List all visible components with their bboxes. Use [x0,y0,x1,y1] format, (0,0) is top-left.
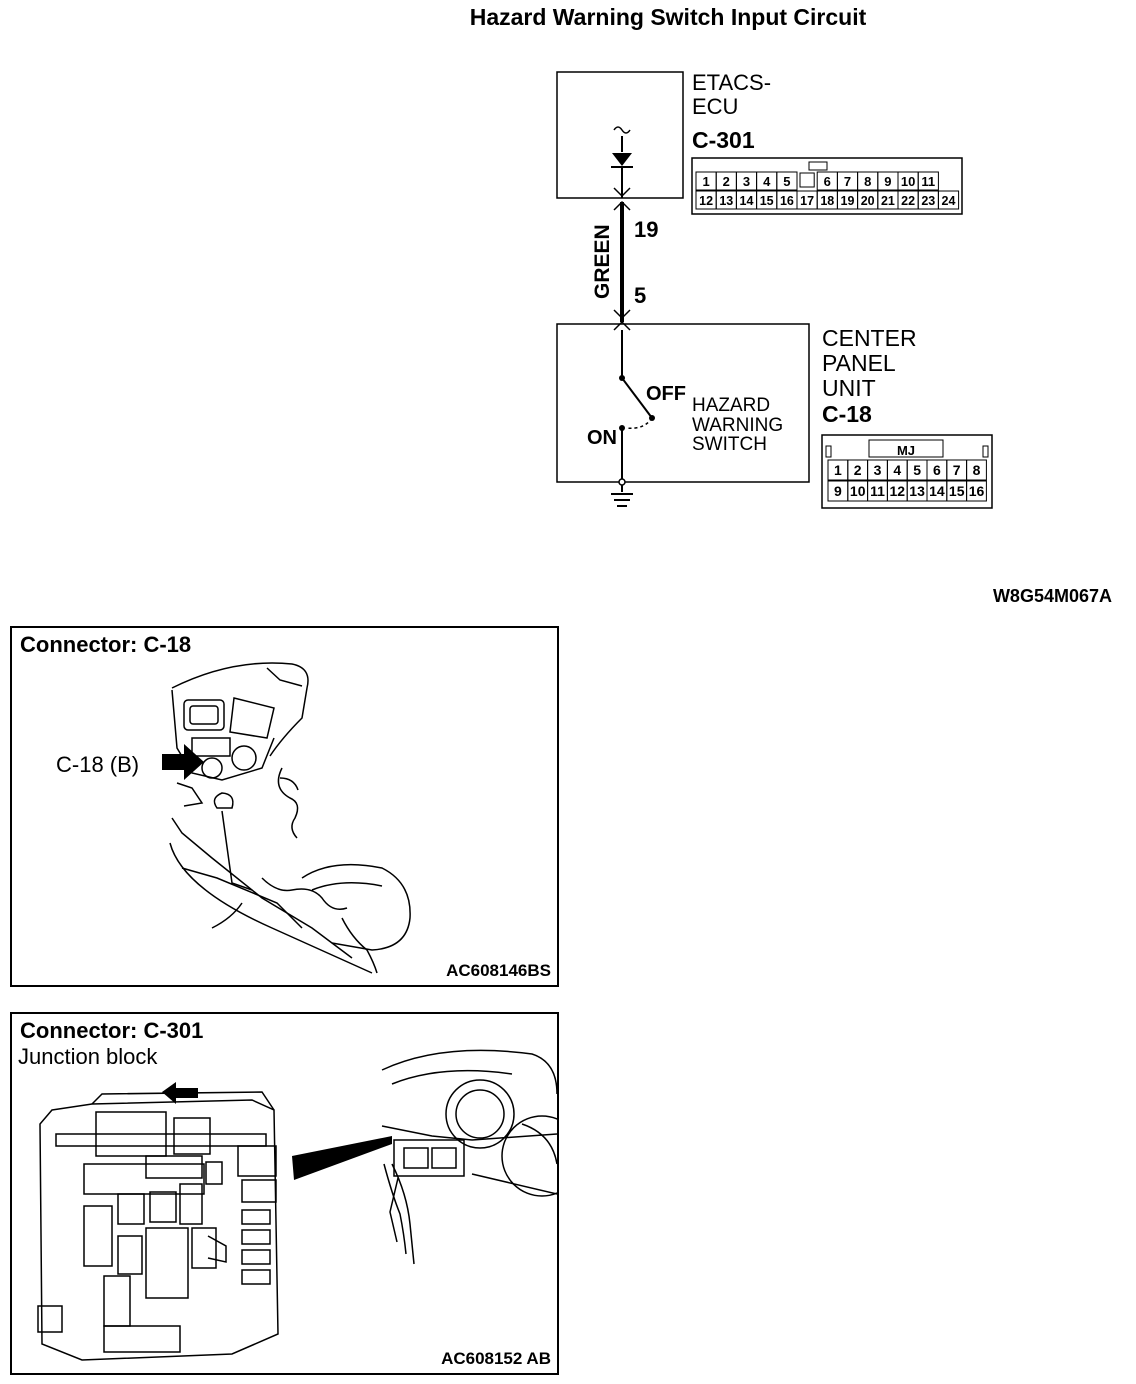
center-panel-pin-label: 6 [933,462,941,478]
ecu-pin-label: 10 [901,174,915,189]
diode-icon [612,153,632,166]
switch-name-line1: HAZARD [692,395,770,416]
switch-name-line3: SWITCH [692,434,767,455]
switch-blade [621,377,653,419]
circuit-schematic: ETACS- ECU C-301 19 5 GREEN CENTER PANEL… [556,70,1112,606]
ecu-pin-label: 1 [702,174,709,189]
ecu-pin-cell [776,171,798,191]
diagram-title: Hazard Warning Switch Input Circuit [469,4,867,30]
center-panel-pin-label: 1 [834,462,842,478]
ecu-connector-label: C-301 [692,127,755,153]
ecu-pin-label: 4 [763,174,771,189]
ecu-pin-label: 21 [881,194,895,208]
ecu-pin-label: 18 [820,194,834,208]
center-panel-box [556,323,810,483]
center-panel-pin-label: 14 [929,483,945,499]
ecu-pin-label: 5 [783,174,790,189]
connector-chevron-icon [613,320,631,331]
tilde-symbol [613,126,631,134]
ecu-pin-label: 3 [743,174,750,189]
center-panel-pin-label: 13 [909,483,925,499]
ecu-pin-label: 13 [719,194,733,208]
center-panel-pin-label: 5 [913,462,921,478]
ecu-pin-label: 9 [884,174,891,189]
pin-bottom-label: 5 [634,283,646,308]
switch-name-line2: WARNING [692,415,783,436]
center-panel-pin-label: 2 [854,462,862,478]
center-panel-line1: CENTER [822,325,917,351]
ecu-pin-label: 14 [740,194,754,208]
ecu-pin-label: 24 [942,194,956,208]
junction-block-illustration [37,1049,557,1361]
center-panel-pin-label: 3 [874,462,882,478]
ecu-pin-label: 8 [864,174,871,189]
center-panel-pin-cell [966,459,987,481]
panel1-code: AC608146BS [446,961,551,980]
callout-arrow-icon [162,744,204,780]
center-panel-line3: UNIT [822,375,876,401]
ecu-pin-label: 6 [824,174,831,189]
switch-travel-path [625,417,653,430]
center-panel-pin-label: 11 [870,483,885,499]
center-panel-pin-label: 10 [850,483,866,499]
ecu-pin-label: 2 [723,174,730,189]
ecu-name-line2: ECU [692,94,738,119]
center-panel-pin-label: 15 [949,483,965,499]
center-panel-pin-label: 4 [893,462,901,478]
ecu-pin-label: 20 [861,194,875,208]
connector-c301-panel: Connector: C-301 Junction block [10,1012,559,1375]
switch-on-label: ON [587,427,617,449]
ecu-pin-cell [917,171,939,191]
ecu-pin-label: 16 [780,194,794,208]
center-panel-line2: PANEL [822,350,896,376]
ecu-pin-label: 12 [699,194,713,208]
panel1-callout: C-18 (B) [56,752,139,777]
connector-chevron-icon [613,309,631,320]
center-panel-pin-cell [966,480,987,502]
connector-key-slot [799,172,815,188]
panel2-code: AC608152 AB [441,1349,551,1368]
center-panel-pin-label: 7 [953,462,961,478]
panel1-title: Connector: C-18 [20,632,192,657]
pin-top-label: 19 [634,217,658,242]
ecu-name-line1: ETACS- [692,70,771,95]
connector-key-label: MJ [897,443,915,458]
connector-chevron-icon [613,187,631,198]
center-panel-pin-label: 16 [969,483,985,499]
ecu-pin-label: 19 [841,194,855,208]
ecu-pin-label: 17 [800,194,814,208]
pointer-wedge-icon [292,1136,392,1180]
ecu-box [556,71,684,199]
console-illustration: C-18 (B) [56,662,411,974]
ecu-pin-cell [937,190,960,210]
ecu-pin-label: 7 [844,174,851,189]
connector-c18-panel: Connector: C-18 [10,626,559,987]
ecu-pin-label: 23 [921,194,935,208]
center-panel-pin-label: 9 [834,483,842,499]
panel2-title: Connector: C-301 [20,1018,204,1043]
center-panel-pin-label: 8 [973,462,981,478]
panel2-subtitle: Junction block [18,1044,158,1069]
diagram-code: W8G54M067A [993,586,1112,606]
switch-off-label: OFF [646,383,686,405]
ecu-pin-label: 11 [921,174,935,189]
ecu-pin-label: 15 [760,194,774,208]
direction-arrow-icon [162,1082,198,1104]
ecu-pin-label: 22 [901,194,915,208]
wire-color-label: GREEN [591,224,614,299]
center-panel-connector-label: C-18 [822,401,872,427]
center-panel-pin-label: 12 [890,483,906,499]
